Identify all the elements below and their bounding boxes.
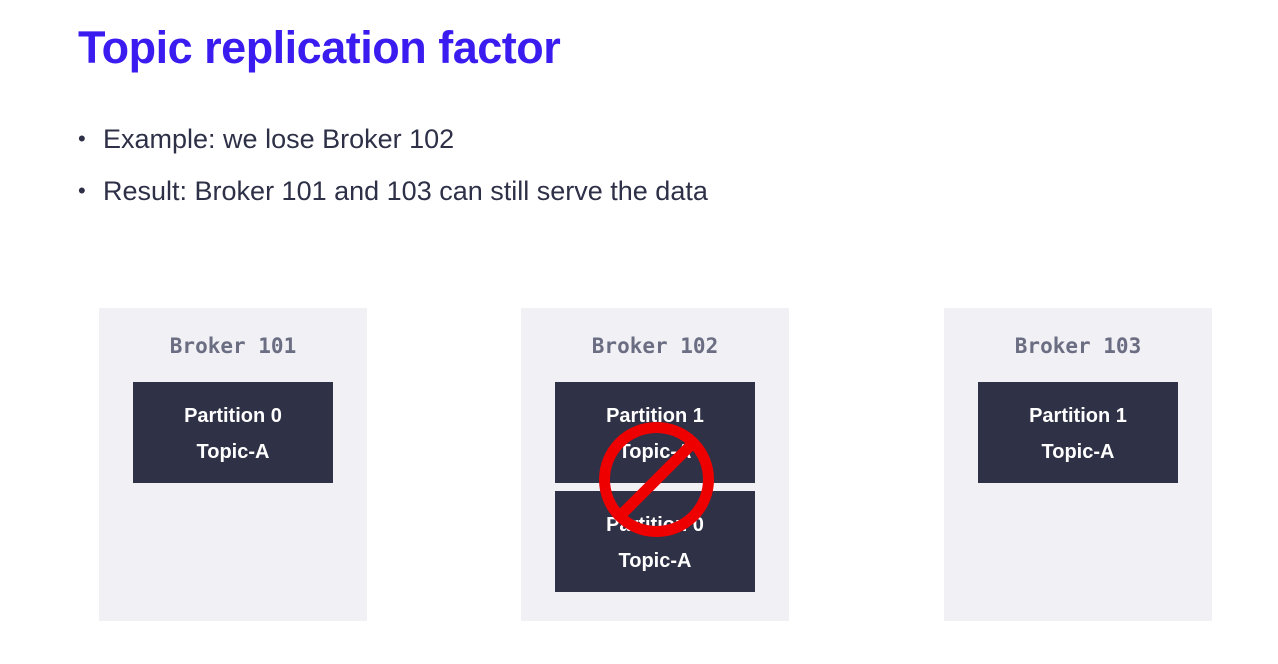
bullet-text: Result: Broker 101 and 103 can still ser…: [103, 176, 708, 206]
partition-box: Partition 1 Topic-A: [978, 382, 1178, 483]
partition-label: Partition 1: [606, 405, 704, 427]
partition-box: Partition 1 Topic-A: [555, 382, 755, 483]
broker-label: Broker 102: [591, 334, 719, 358]
bullet-item: • Result: Broker 101 and 103 can still s…: [76, 168, 708, 220]
bullet-dot-icon: •: [78, 178, 86, 203]
broker-101-box: Broker 101 Partition 0 Topic-A: [99, 308, 367, 621]
partition-box: Partition 0 Topic-A: [555, 491, 755, 592]
broker-label: Broker 101: [169, 334, 297, 358]
topic-label: Topic-A: [1041, 441, 1115, 463]
bullet-text: Example: we lose Broker 102: [103, 124, 455, 154]
partition-box: Partition 0 Topic-A: [133, 382, 333, 483]
bullet-list: • Example: we lose Broker 102 • Result: …: [76, 116, 708, 220]
topic-label: Topic-A: [196, 441, 270, 463]
topic-label: Topic-A: [618, 441, 692, 463]
partition-label: Partition 0: [184, 405, 282, 427]
partition-label: Partition 0: [606, 514, 704, 536]
broker-103-box: Broker 103 Partition 1 Topic-A: [944, 308, 1212, 621]
topic-label: Topic-A: [618, 550, 692, 572]
partition-label: Partition 1: [1029, 405, 1127, 427]
bullet-dot-icon: •: [78, 126, 86, 151]
bullet-item: • Example: we lose Broker 102: [76, 116, 708, 168]
broker-label: Broker 103: [1014, 334, 1142, 358]
slide-title: Topic replication factor: [78, 22, 561, 73]
broker-102-box: Broker 102 Partition 1 Topic-A Partition…: [521, 308, 789, 621]
